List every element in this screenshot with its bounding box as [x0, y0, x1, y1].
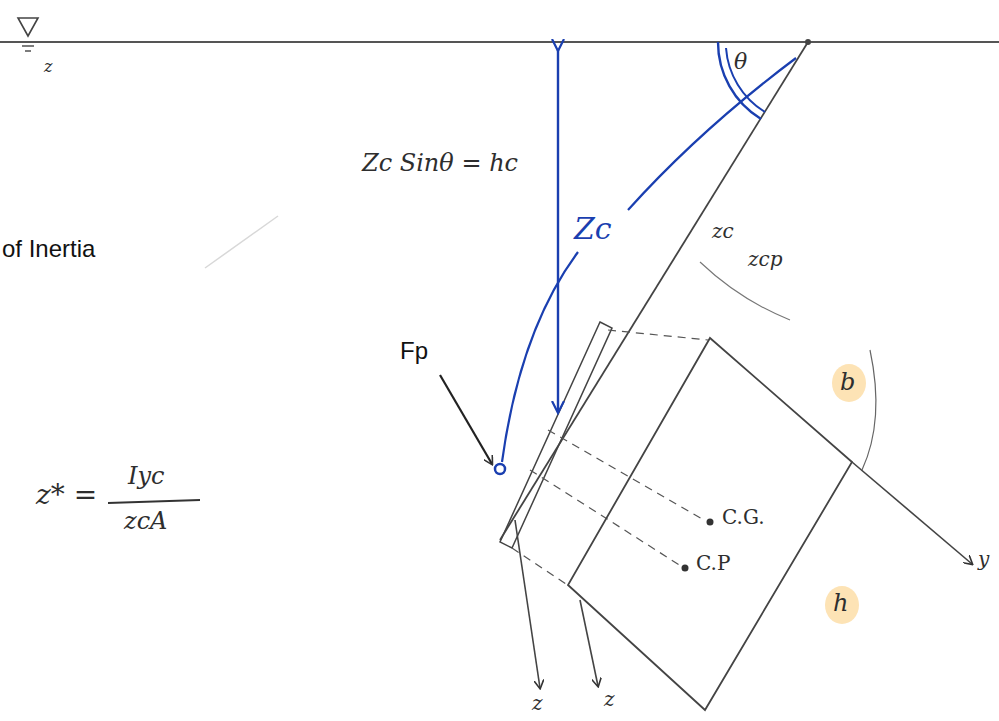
axis-distance-label: zc — [712, 220, 734, 242]
centroid-distance-label: Zc — [574, 212, 612, 245]
force-label: Fp — [400, 338, 428, 364]
axis-label: z — [604, 688, 615, 710]
depth-relation: Zc Sinθ = hc — [362, 150, 518, 176]
width-label: b — [840, 369, 855, 395]
axis-label: z — [44, 58, 52, 76]
formula-denominator: zcA — [124, 508, 167, 534]
axis-label: y — [978, 548, 989, 570]
angle-label: θ — [734, 50, 747, 74]
axis-label: z — [532, 692, 543, 714]
point-label: C.P — [696, 552, 730, 574]
point-label: C.G. — [722, 506, 765, 528]
formula-numerator: Iyc — [128, 463, 164, 489]
formula-text: z* = — [36, 480, 97, 511]
height-label: h — [833, 590, 848, 616]
slide-text: of Inertia — [2, 236, 95, 262]
axis-distance-label: zcp — [748, 248, 783, 270]
